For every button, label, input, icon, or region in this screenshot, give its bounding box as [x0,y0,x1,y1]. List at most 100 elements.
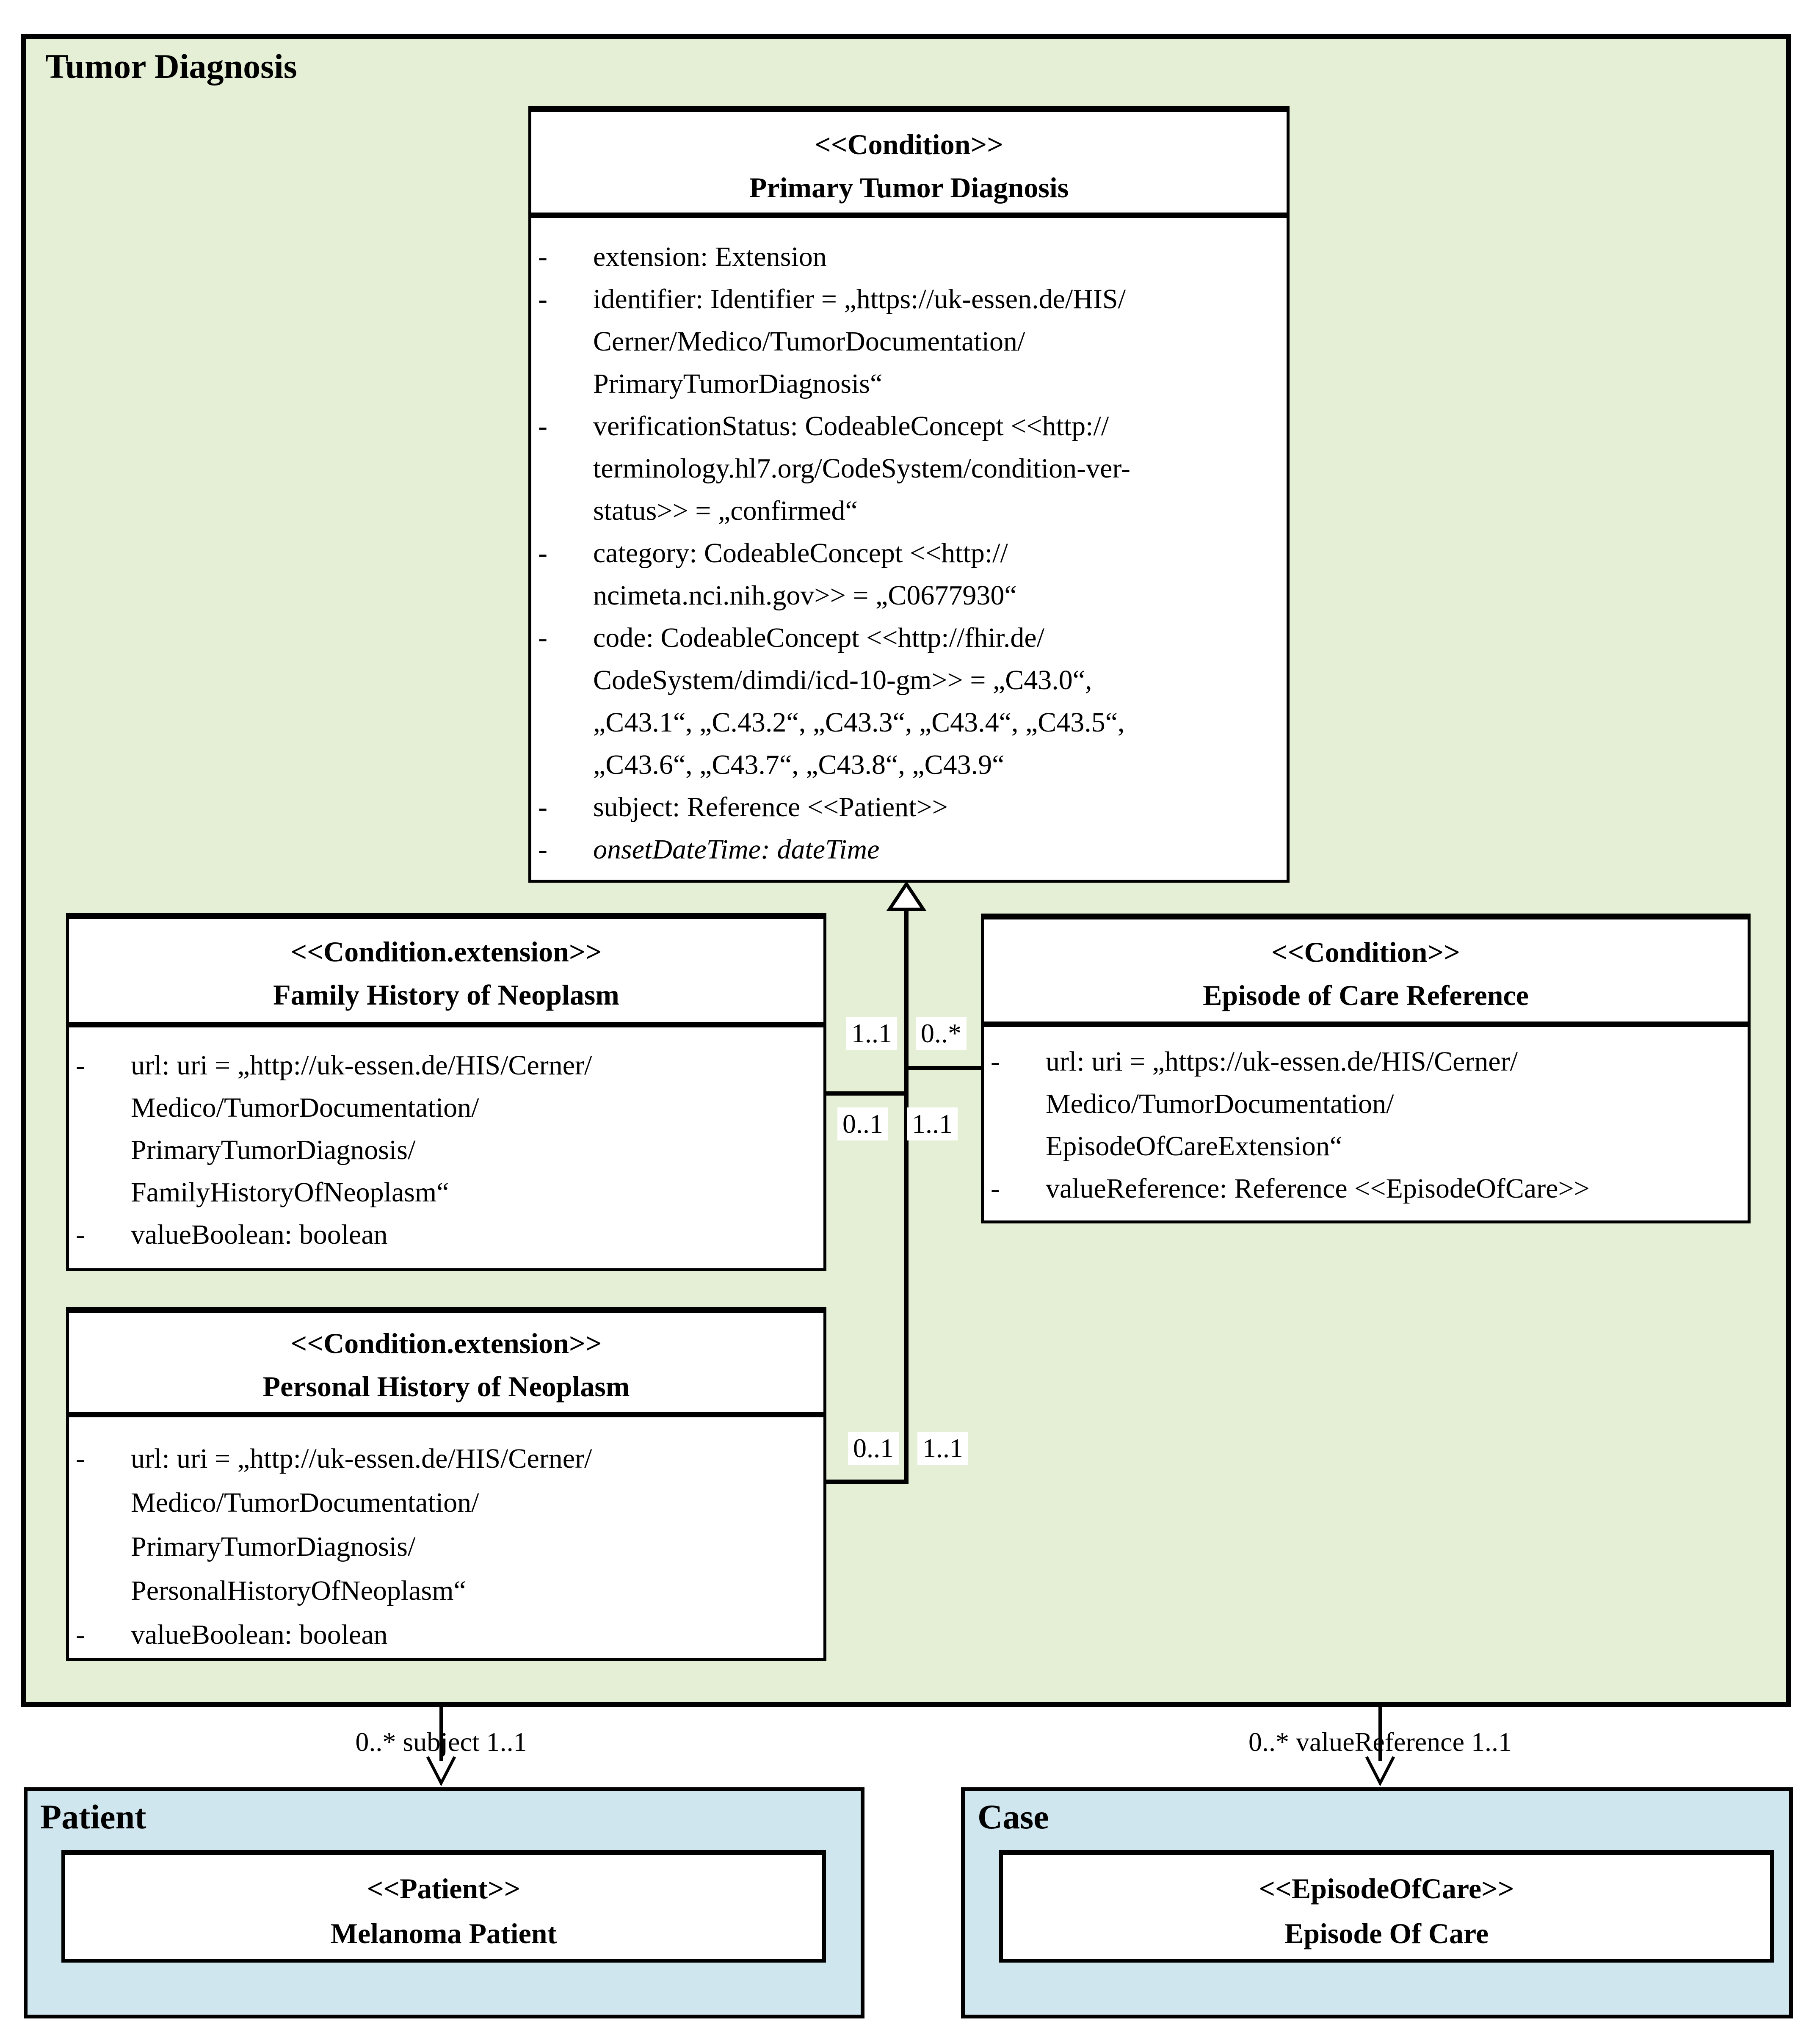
generalization-line [904,908,909,1484]
visibility-marker: - [76,1619,85,1650]
attribute-line: - code: CodeableConcept <<http://fhir.de/ [531,617,1287,659]
visibility-marker: - [76,1219,85,1250]
class-header: <<Condition.extension>> Family History o… [69,919,823,1027]
multiplicity-value: 0..* [916,1017,967,1050]
attribute-text: valueBoolean: boolean [131,1619,388,1650]
attribute-compartment: - extension: Extension - identifier: Identi… [531,218,1287,880]
attribute-text: EpisodeOfCareExtension“ [1046,1131,1342,1162]
attribute-line: ncimeta.nci.nih.gov>> = „C0677930“ [531,574,1287,617]
attribute-text: PrimaryTumorDiagnosis“ [593,368,883,399]
case-frame-title: Case [978,1797,1049,1836]
attribute-line: „C43.1“, „C.43.2“, „C43.3“, „C43.4“, „C4… [531,701,1287,744]
visibility-marker: - [538,622,547,653]
attribute-text: FamilyHistoryOfNeoplasm“ [131,1177,449,1208]
patient-frame-title: Patient [40,1797,146,1836]
stereotype: <<Patient>> [367,1872,521,1905]
attribute-line: -url: uri = „http://uk-essen.de/HIS/Cern… [69,1044,823,1087]
melanoma-patient-box: <<Patient>> Melanoma Patient [61,1850,826,1963]
stereotype: <<Condition.extension>> [290,936,602,968]
attribute-text: terminology.hl7.org/CodeSystem/condition… [593,453,1131,484]
multiplicity-label-personal: 0..1 1..1 [848,1432,968,1465]
multiplicity-value: 1..1 [846,1017,897,1050]
attribute-line: - valueBoolean: boolean [69,1214,823,1256]
multiplicity-label-family: 0..1 1..1 [837,1107,958,1140]
attribute-line: PrimaryTumorDiagnosis“ [531,363,1287,405]
attribute-line: PrimaryTumorDiagnosis/ [69,1129,823,1171]
class-header: <<Condition.extension>> Personal History… [69,1313,823,1417]
class-box-family-history-of-neoplasm: <<Condition.extension>> Family History o… [66,913,826,1271]
visibility-marker: - [538,411,547,442]
attribute-line: - category: CodeableConcept <<http:// [531,532,1287,574]
attribute-text: PersonalHistoryOfNeoplasm“ [131,1575,466,1606]
attribute-line: - valueBoolean: boolean [69,1613,823,1657]
generalization-arrowhead-icon [886,881,927,911]
stereotype: <<Condition.extension>> [290,1327,602,1359]
attribute-compartment: - url: uri = „http://uk-essen.de/HIS/Cern… [69,1027,823,1268]
attribute-line: Cerner/Medico/TumorDocumentation/ [531,320,1287,363]
class-name: Family History of Neoplasm [273,979,619,1011]
attribute-text: Medico/TumorDocumentation/ [131,1092,479,1123]
attribute-text: valueBoolean: boolean [131,1219,388,1250]
subject-arrowhead-icon [426,1756,456,1786]
class-name: Primary Tumor Diagnosis [749,171,1069,204]
visibility-marker: - [538,241,547,272]
association-line-episode [906,1066,981,1070]
class-name: Melanoma Patient [330,1917,557,1949]
visibility-marker: - [538,284,547,315]
visibility-marker: - [76,1443,85,1474]
multiplicity-value: 0..1 [848,1432,899,1465]
subject-edge-label: 0..* subject 1..1 [355,1727,527,1757]
attribute-text: valueReference: Reference <<EpisodeOfCar… [1046,1173,1590,1204]
attribute-line: terminology.hl7.org/CodeSystem/condition… [531,447,1287,490]
attribute-text: identifier: Identifier = „https://uk-ess… [593,284,1126,315]
value-reference-arrowhead-icon [1365,1756,1395,1786]
attribute-text: PrimaryTumorDiagnosis/ [131,1135,416,1165]
attribute-text: code: CodeableConcept <<http://fhir.de/ [593,622,1045,653]
attribute-line: status>> = „confirmed“ [531,490,1287,532]
visibility-marker: - [538,538,547,569]
attribute-line: PrimaryTumorDiagnosis/ [69,1525,823,1569]
stereotype: <<EpisodeOfCare>> [1259,1872,1514,1905]
attribute-text: „C43.1“, „C.43.2“, „C43.3“, „C43.4“, „C4… [593,707,1125,738]
attribute-text: url: uri = „http://uk-essen.de/HIS/Cerne… [131,1050,592,1081]
attribute-line: - url: uri = „http://uk-essen.de/HIS/Cern… [69,1437,823,1481]
attribute-text: PrimaryTumorDiagnosis/ [131,1531,416,1562]
class-box-episode-of-care-reference: <<Condition>> Episode of Care Reference … [981,914,1751,1223]
attribute-line: FamilyHistoryOfNeoplasm“ [69,1171,823,1214]
attribute-text: url: uri = „http://uk-essen.de/HIS/Cerne… [131,1443,592,1474]
attribute-line: CodeSystem/dimdi/icd-10-gm>> = „C43.0“, [531,659,1287,701]
attribute-text: subject: Reference <<Patient>> [593,792,948,823]
multiplicity-label-top: 1..1 0..* [846,1017,967,1050]
attribute-text: „C43.6“, „C43.7“, „C43.8“, „C43.9“ [593,749,1005,780]
value-reference-edge-label: 0..* valueReference 1..1 [1248,1727,1512,1757]
attribute-compartment: -url: uri = „https://uk-essen.de/HIS/Cer… [984,1027,1748,1220]
frame-title: Tumor Diagnosis [45,47,297,86]
multiplicity-value: 1..1 [917,1432,968,1465]
attribute-line: -verificationStatus: CodeableConcept <<h… [531,405,1287,447]
attribute-line: -url: uri = „https://uk-essen.de/HIS/Cer… [984,1041,1748,1083]
visibility-marker: - [991,1173,1000,1204]
attribute-line: - identifier: Identifier = „https://uk-es… [531,278,1287,320]
attribute-line: Medico/TumorDocumentation/ [984,1083,1748,1125]
attribute-text: onsetDateTime: dateTime [593,834,880,865]
attribute-text: category: CodeableConcept <<http:// [593,538,1008,569]
association-line-family [826,1091,909,1096]
attribute-line: - valueReference: Reference <<EpisodeOfCa… [984,1168,1748,1210]
attribute-line: EpisodeOfCareExtension“ [984,1125,1748,1168]
association-line-personal [826,1480,909,1484]
class-header: <<Condition>> Primary Tumor Diagnosis [531,112,1287,218]
attribute-text: Medico/TumorDocumentation/ [131,1487,479,1518]
class-header: <<Condition>> Episode of Care Reference [984,919,1748,1027]
multiplicity-value: 1..1 [907,1107,958,1140]
attribute-compartment: - url: uri = „http://uk-essen.de/HIS/Cern… [69,1417,823,1658]
episode-of-care-box: <<EpisodeOfCare>> Episode Of Care [999,1850,1774,1963]
attribute-line: -onsetDateTime: dateTime [531,828,1287,871]
stereotype: <<Condition>> [815,128,1003,160]
attribute-text: extension: Extension [593,241,827,272]
subject-association-line [439,1706,443,1761]
attribute-text: Cerner/Medico/TumorDocumentation/ [593,326,1025,357]
attribute-line: Medico/TumorDocumentation/ [69,1087,823,1129]
attribute-text: Medico/TumorDocumentation/ [1046,1088,1394,1119]
visibility-marker: - [538,792,547,823]
attribute-text: status>> = „confirmed“ [593,495,858,526]
